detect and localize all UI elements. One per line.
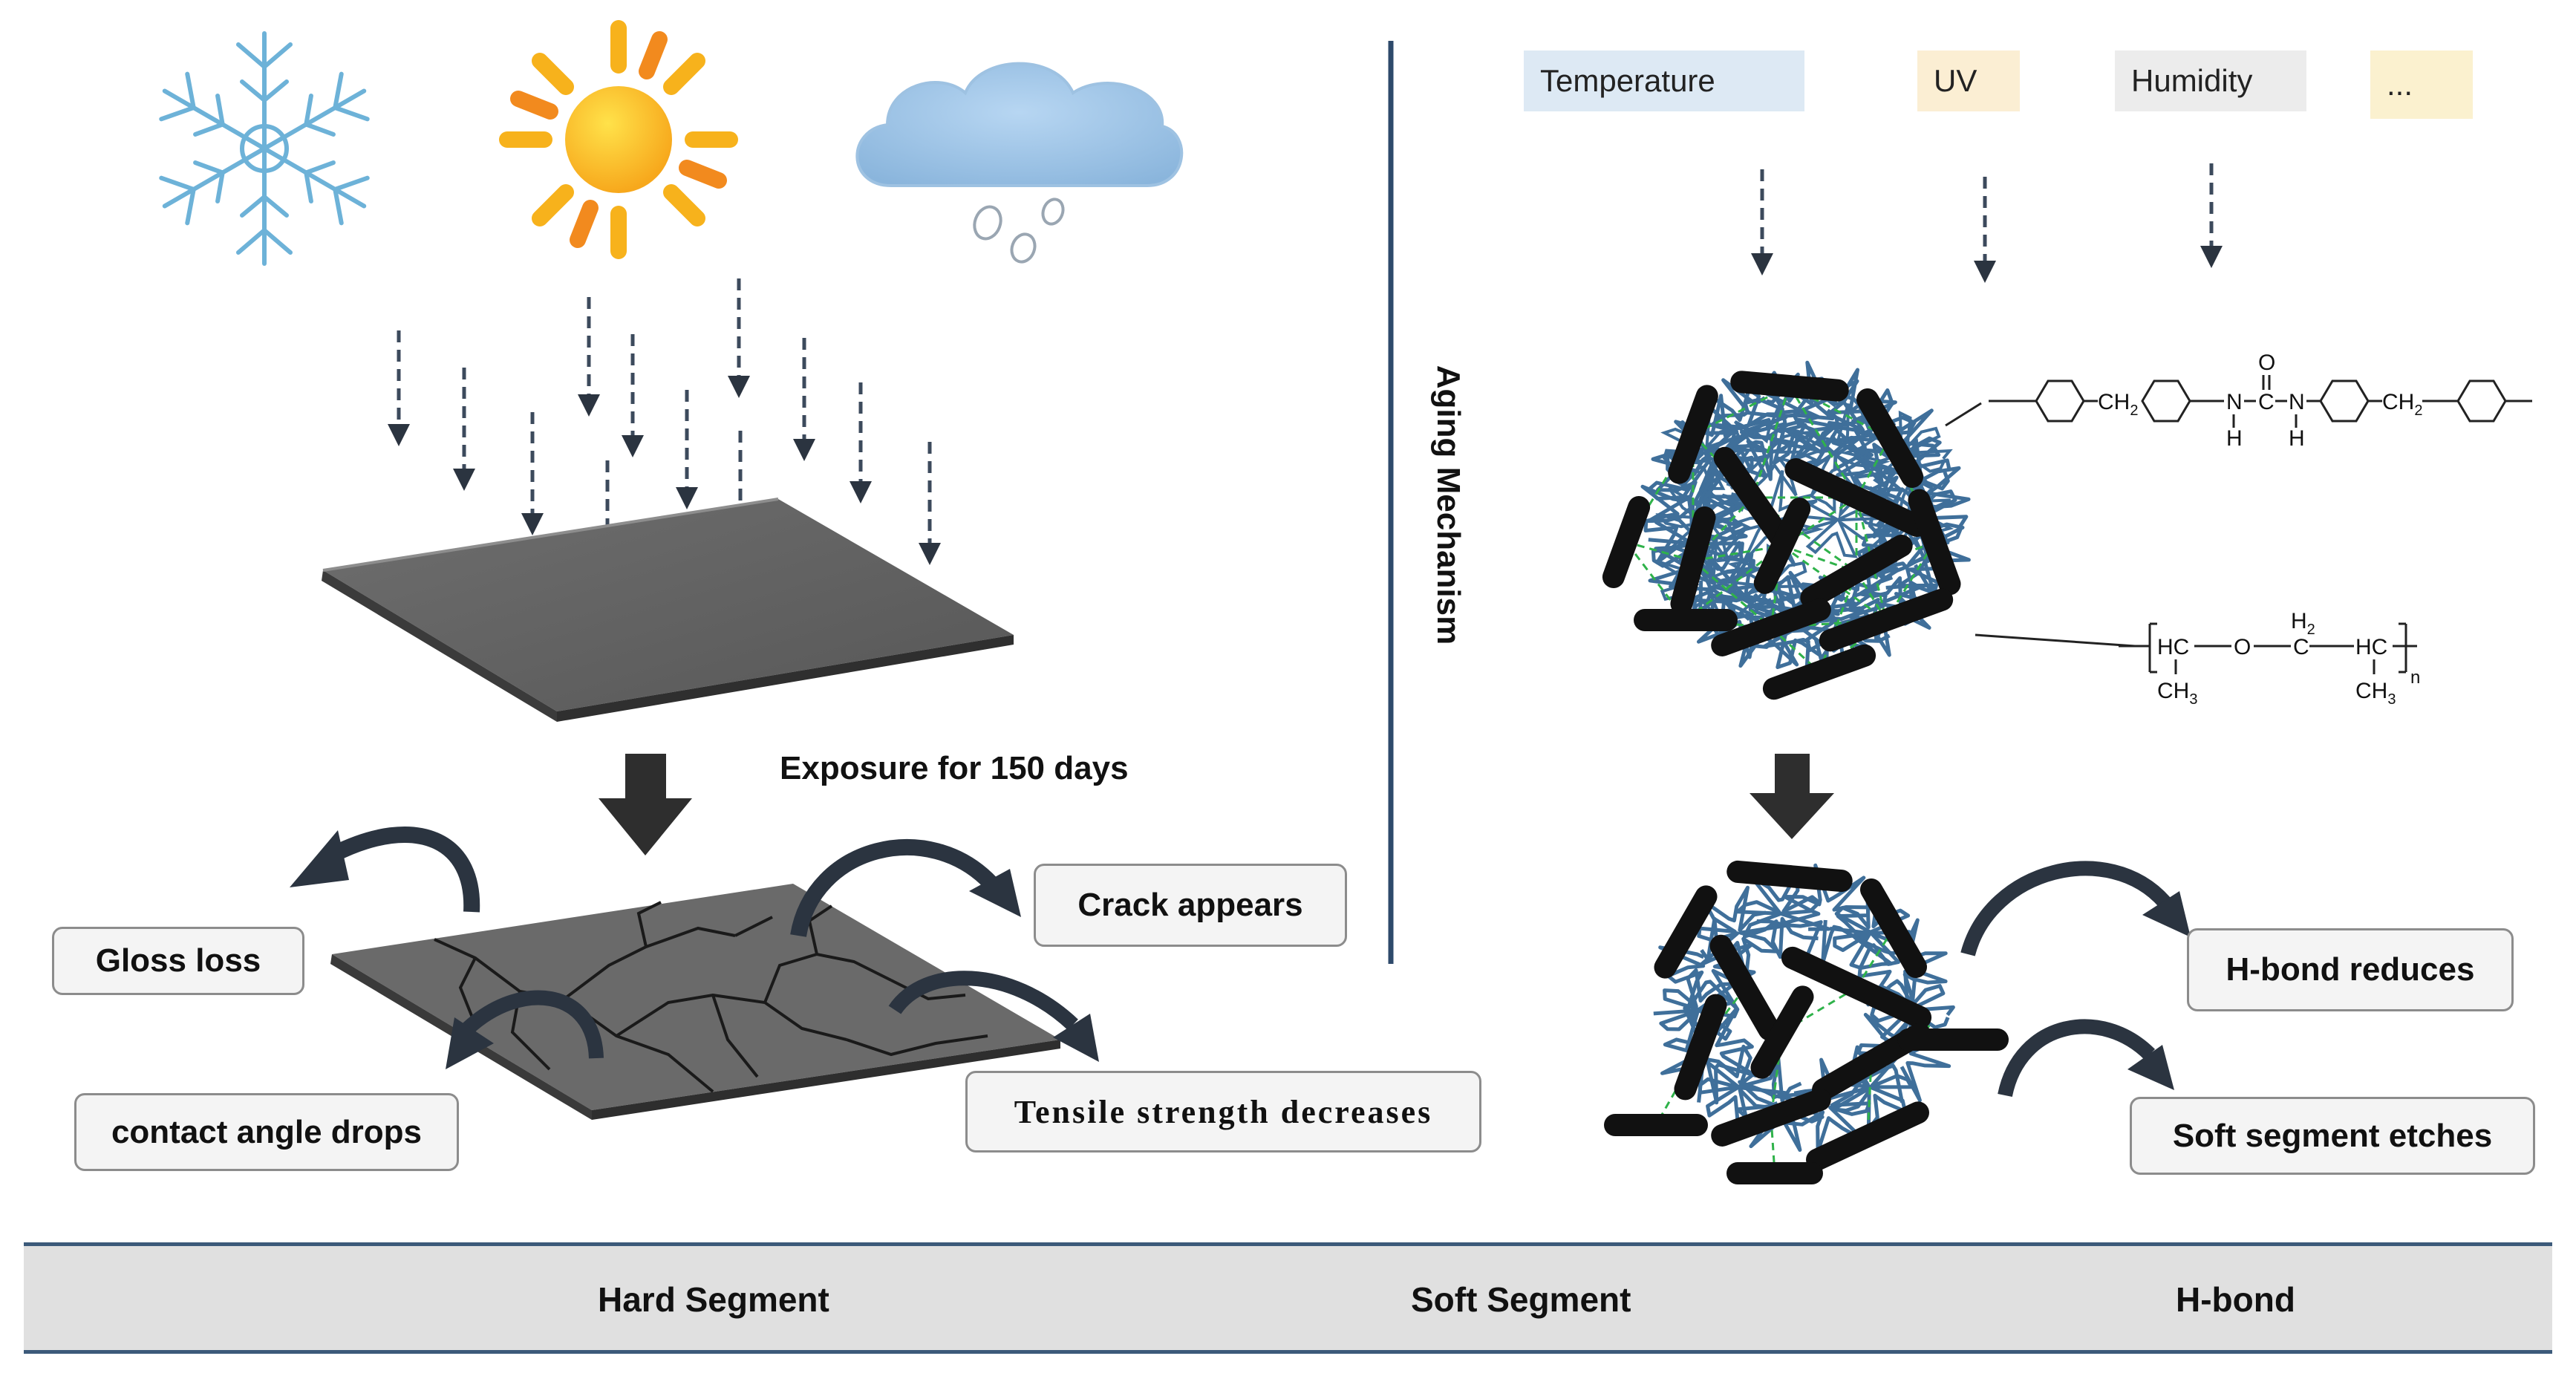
hard-segment-rod bbox=[1711, 599, 1831, 656]
hbond-line bbox=[1752, 496, 1857, 573]
hard-segment-rod bbox=[1860, 878, 1927, 978]
factor-arrows bbox=[1751, 163, 2223, 283]
hbond-line bbox=[1855, 497, 1888, 621]
hard-segment-rod bbox=[1908, 489, 1961, 596]
hard-segment-rod bbox=[1800, 535, 1913, 609]
hard-segment-rod bbox=[1781, 946, 1932, 1029]
hard-segment-rod bbox=[1784, 457, 1928, 538]
hbond-line bbox=[1818, 571, 1858, 673]
hard-segment-rod bbox=[1730, 371, 1849, 402]
curved-arrow-hbond bbox=[1960, 861, 2191, 956]
hard-segment-rod bbox=[1602, 496, 1651, 588]
ch2-right-label: CH2 bbox=[2382, 390, 2422, 419]
hard-segment-rod bbox=[1762, 644, 1876, 700]
hbond-line bbox=[1781, 986, 1857, 1034]
factor-uv: UV bbox=[1917, 50, 2020, 111]
c-ch2-label: C bbox=[2293, 635, 2309, 659]
sample-plate-before bbox=[322, 498, 1014, 722]
hard-segment-rod bbox=[1668, 385, 1718, 484]
hard-segment-rod bbox=[1806, 1101, 1929, 1171]
hbond-line bbox=[1692, 559, 1772, 629]
snowflake-icon bbox=[159, 31, 370, 266]
rain-cloud-icon bbox=[855, 62, 1184, 264]
callout-crack-appears: Crack appears bbox=[1034, 864, 1347, 947]
hard-segment-rod bbox=[1654, 885, 1718, 979]
polymer-cluster-after bbox=[1604, 860, 2009, 1184]
callout-contact-angle: contact angle drops bbox=[74, 1093, 459, 1171]
hard-segment-rod bbox=[1713, 446, 1792, 549]
hbond-line bbox=[1692, 496, 1754, 562]
hard-segment-rod bbox=[1750, 985, 1814, 1079]
legend-soft-label: Soft Segment bbox=[1411, 1280, 1631, 1319]
hard-segment-rod bbox=[1670, 506, 1716, 615]
legend-hard-label: Hard Segment bbox=[598, 1280, 829, 1319]
c-label: C bbox=[2258, 390, 2275, 414]
h-left-label: H bbox=[2226, 426, 2243, 451]
hbond-line bbox=[1685, 544, 1783, 622]
soft-segment-chain bbox=[1655, 470, 1754, 564]
hbond-line bbox=[1751, 385, 1791, 498]
curved-arrow-contact bbox=[446, 990, 604, 1069]
polymer-cluster-before bbox=[1602, 360, 1971, 700]
h-right-label: H bbox=[2289, 426, 2305, 451]
factor-more: ... bbox=[2370, 50, 2473, 119]
n-repeat-label: n bbox=[2410, 668, 2420, 688]
callout-gloss-loss: Gloss loss bbox=[52, 927, 304, 995]
callout-hbond-reduces: H-bond reduces bbox=[2187, 928, 2514, 1011]
hard-segment-rod bbox=[1711, 1089, 1831, 1147]
hbond-line bbox=[1788, 385, 1858, 498]
callout-tensile-strength: Tensile strength decreases bbox=[965, 1071, 1481, 1153]
hbond-line bbox=[1626, 541, 1694, 562]
curved-arrow-soft bbox=[1998, 1019, 2174, 1098]
soft-segment-chain bbox=[1829, 534, 1939, 643]
curved-arrow-tensile bbox=[888, 971, 1099, 1062]
o-label: O bbox=[2258, 351, 2275, 375]
legend-bar bbox=[24, 1242, 2552, 1354]
soft-segment-chain bbox=[1721, 403, 1821, 497]
hbond-line bbox=[1855, 571, 1888, 621]
factor-humidity: Humidity bbox=[2115, 50, 2306, 111]
sun-icon bbox=[499, 20, 738, 259]
hard-segment-rod bbox=[1753, 498, 1811, 594]
ch2-left-label: CH2 bbox=[2098, 390, 2138, 419]
hard-segment-rod bbox=[1856, 388, 1923, 488]
down-arrow-right bbox=[1750, 754, 1834, 839]
hard-segment-formula: CH2 N H C O N H CH2 bbox=[1945, 351, 2532, 451]
h2-label: H2 bbox=[2291, 609, 2315, 638]
hbond-line bbox=[1692, 544, 1783, 562]
soft-segment-chain bbox=[1735, 871, 1831, 959]
n-right-label: N bbox=[2289, 390, 2305, 414]
hc-left-label: HC bbox=[2157, 635, 2189, 659]
hbond-line bbox=[1781, 496, 1857, 547]
legend-hbond-label: H-bond bbox=[2176, 1280, 2295, 1319]
hard-segment-rod bbox=[1819, 588, 1954, 652]
hard-segment-rod bbox=[1726, 860, 1853, 893]
hbond-line bbox=[1855, 437, 1891, 498]
soft-segment-formula: HC CH3 O C H2 HC CH3 n bbox=[1975, 609, 2420, 708]
curved-arrow-gloss bbox=[290, 827, 480, 913]
curved-arrow-crack bbox=[790, 838, 1021, 938]
hbond-line bbox=[1770, 1117, 1776, 1174]
aging-mechanism-label: Aging Mechanism bbox=[1430, 365, 1467, 645]
o-ether-label: O bbox=[2234, 635, 2251, 659]
factor-temperature: Temperature bbox=[1524, 50, 1804, 111]
ch3-right-label: CH3 bbox=[2355, 679, 2396, 708]
exposure-label: Exposure for 150 days bbox=[780, 750, 1129, 786]
hc-right-label: HC bbox=[2355, 635, 2387, 659]
hard-segment-rod bbox=[1709, 934, 1781, 1041]
hard-segment-rod bbox=[1674, 994, 1727, 1101]
callout-soft-segment-etches: Soft segment etches bbox=[2130, 1097, 2535, 1175]
n-left-label: N bbox=[2226, 390, 2243, 414]
sample-plate-cracked bbox=[330, 884, 1060, 1120]
ch3-left-label: CH3 bbox=[2157, 679, 2197, 708]
down-arrow bbox=[599, 754, 692, 855]
